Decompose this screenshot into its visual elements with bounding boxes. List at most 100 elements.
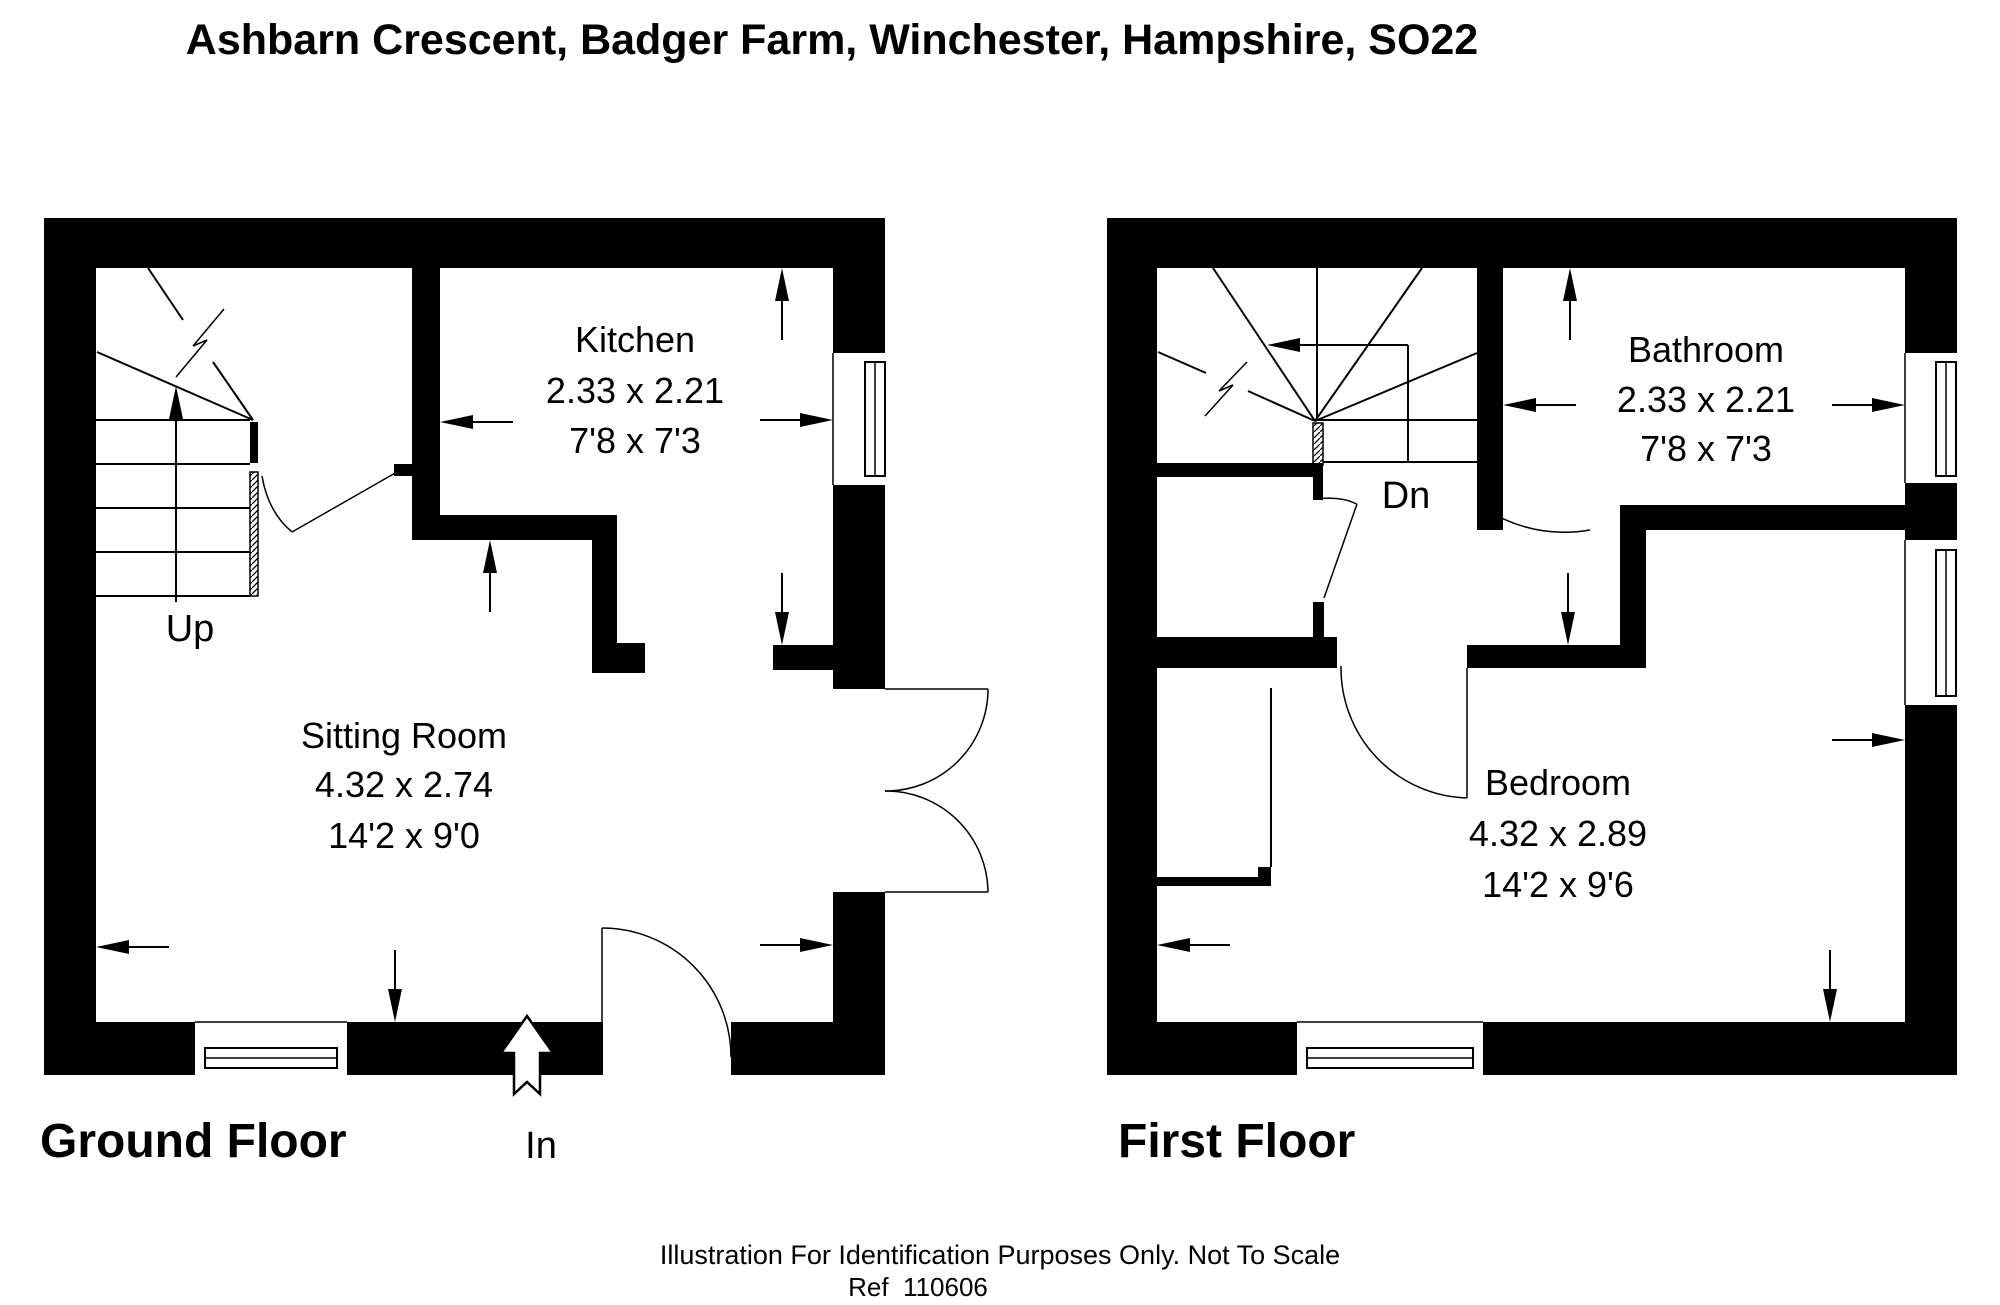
closet-door: [1315, 497, 1358, 599]
page-title: Ashbarn Crescent, Badger Farm, Wincheste…: [186, 16, 1478, 64]
wall-segment: [1483, 1022, 1957, 1075]
first-floor-plan: Bathroom 2.33 x 2.21 7'8 x 7'3 Bedroom 4…: [1107, 218, 1957, 1168]
kitchen-arrow-left: [440, 415, 513, 429]
bathroom-arrow-up: [1563, 268, 1577, 340]
kitchen-arrow-up: [775, 268, 789, 340]
door-jamb: [250, 422, 258, 463]
first-floor-walls: [1107, 218, 1957, 1075]
ground-floor-plan: Kitchen 2.33 x 2.21 7'8 x 7'3 Sitting Ro…: [40, 218, 989, 1168]
kitchen-metric: 2.33 x 2.21: [546, 370, 724, 411]
bedroom-arrow-bottom: [1823, 950, 1837, 1022]
entrance-in-label: In: [525, 1125, 557, 1167]
wall-segment: [44, 218, 885, 268]
bathroom-arrow-right: [1832, 398, 1905, 412]
up-arrow-icon: [169, 386, 183, 419]
kitchen-window: [832, 353, 886, 485]
stair-winder-line: [212, 361, 254, 421]
wall-segment: [412, 268, 440, 540]
wall-segment: [1905, 218, 1957, 353]
wall-segment: [44, 1022, 195, 1075]
wall-segment: [1467, 645, 1646, 668]
wall-segment: [731, 1022, 885, 1075]
ground-floor-walls: [44, 218, 885, 1075]
stair-winder-line: [1247, 390, 1316, 422]
door-swing-arc: [601, 927, 732, 1058]
entrance-door: [601, 927, 732, 1058]
stair-winder-line: [1314, 352, 1478, 422]
ground-floor-dimension-arrows: [96, 268, 833, 1022]
kitchen-label: Kitchen: [575, 319, 695, 360]
french-doors: [884, 688, 989, 893]
wall-segment: [44, 218, 96, 1075]
first-floor-dimension-arrows: [1157, 268, 1905, 1022]
bedroom-label: Bedroom: [1485, 762, 1631, 803]
bedroom-imperial: 14'2 x 9'6: [1482, 864, 1634, 905]
stair-winder-line: [147, 267, 184, 321]
wall-segment: [412, 515, 617, 540]
kitchen-imperial: 7'8 x 7'3: [569, 420, 701, 461]
bedroom-arrow-top: [1561, 573, 1575, 645]
wall-segment: [1620, 505, 1905, 530]
bedroom-arrow-right: [1832, 733, 1905, 747]
sitting-room-arrow-left: [96, 940, 169, 954]
door-leaf: [291, 471, 398, 533]
bathroom-label: Bathroom: [1628, 329, 1784, 370]
door-jamb: [1313, 602, 1324, 637]
door-jamb: [593, 1057, 603, 1075]
kitchen-arrow-right: [760, 413, 833, 427]
sitting-room-metric: 4.32 x 2.74: [315, 764, 493, 805]
bedroom-door: [1340, 665, 1468, 799]
wall-segment: [347, 1022, 603, 1075]
break-line: [175, 308, 225, 378]
sitting-room-label: Sitting Room: [301, 715, 507, 756]
staircase-down: [1157, 267, 1478, 466]
bedroom-front-window: [1297, 1021, 1483, 1069]
first-floor-title: First Floor: [1118, 1115, 1355, 1168]
wall-segment: [1905, 705, 1957, 1075]
wall-segment: [1107, 218, 1957, 268]
sitting-room-arrow-down: [388, 950, 402, 1022]
stairs-up-label: Up: [166, 608, 215, 650]
door-swing-arc: [1479, 505, 1591, 533]
hall-door: [261, 471, 398, 533]
reference-number: Ref 110606: [848, 1272, 988, 1302]
entrance-in-arrow-icon: [498, 1013, 556, 1097]
wall-segment: [1107, 1022, 1297, 1075]
bedroom-arrow-left: [1157, 938, 1230, 952]
door-swing-arc: [884, 688, 989, 792]
door-jamb: [394, 464, 412, 476]
wall-segment: [592, 643, 645, 673]
bathroom-imperial: 7'8 x 7'3: [1640, 428, 1772, 469]
wall-segment: [833, 218, 885, 353]
stair-rail-hatch: [249, 471, 259, 597]
bathroom-door: [1479, 505, 1591, 533]
wall-segment: [1477, 268, 1503, 530]
kitchen-arrow-down: [775, 573, 789, 645]
staircase-up: [96, 267, 259, 602]
wall-segment: [1157, 877, 1271, 886]
bathroom-window: [1904, 353, 1957, 483]
wall-segment: [773, 645, 833, 670]
sitting-room-arrow-up: [483, 540, 497, 612]
sitting-room-window: [195, 1021, 347, 1069]
door-jamb: [1313, 463, 1323, 500]
bathroom-metric: 2.33 x 2.21: [1617, 379, 1795, 420]
stair-rail-hatch: [1312, 422, 1324, 466]
sitting-room-arrow-right: [760, 938, 833, 952]
wall-segment: [1905, 483, 1957, 540]
wall-segment: [1620, 505, 1646, 668]
door-swing-arc: [1315, 497, 1358, 505]
down-direction-arrow-icon: [1267, 338, 1300, 352]
door-swing-arc: [1340, 665, 1468, 799]
wall-segment: [1157, 637, 1337, 668]
stair-winder-line: [96, 351, 254, 421]
door-swing-arc: [884, 790, 989, 893]
door-leaf: [1323, 503, 1358, 599]
bedroom-side-window: [1904, 540, 1957, 705]
wall-segment: [1157, 463, 1313, 477]
stair-winder-line: [1157, 351, 1207, 374]
wall-segment: [1107, 218, 1157, 1075]
disclaimer-text: Illustration For Identification Purposes…: [660, 1240, 1340, 1270]
break-line: [1204, 361, 1248, 417]
